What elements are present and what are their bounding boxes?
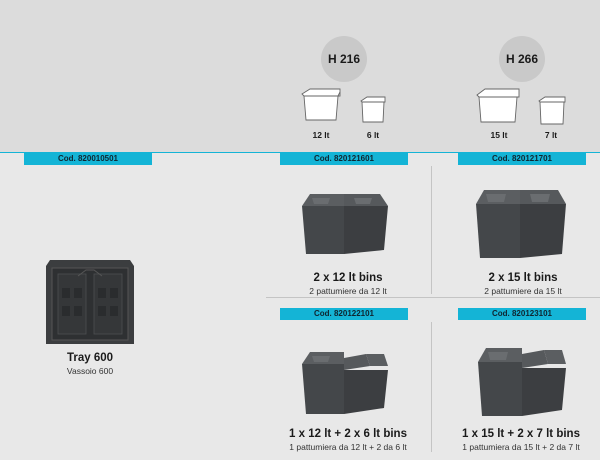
bin-12lt-outline-icon [301, 88, 341, 121]
height-badge-266: H 266 [499, 36, 545, 82]
bins-2x15-image [476, 190, 566, 258]
bins-2x12-subtitle: 2 pattumiere da 12 lt [309, 286, 387, 296]
bins-15-7-image [478, 348, 566, 416]
volume-label-15lt: 15 lt [490, 130, 508, 140]
bins-15-7-subtitle: 1 pattumiera da 15 lt + 2 da 7 lt [462, 442, 580, 452]
divider-bottom [431, 322, 432, 452]
tray-subtitle: Vassoio 600 [66, 366, 114, 376]
bins-15-7-title: 1 x 15 lt + 2 x 7 lt bins [462, 428, 580, 440]
tray-title: Tray 600 [66, 352, 114, 364]
code-bar-2x12: Cod. 820121601 [280, 153, 408, 165]
bin-6lt-outline-icon [360, 96, 386, 123]
bins-12-6-subtitle: 1 pattumiera da 12 lt + 2 da 6 lt [289, 442, 407, 452]
header-area [0, 0, 600, 153]
bin-7lt-outline-icon [538, 96, 566, 125]
bins-12-6-image [302, 352, 388, 414]
code-bar-tray: Cod. 820010501 [24, 153, 152, 165]
tray-600-image [46, 260, 134, 344]
volume-label-7lt: 7 lt [544, 130, 558, 140]
divider-horizontal [266, 297, 600, 298]
bins-12-6-title: 1 x 12 lt + 2 x 6 lt bins [289, 428, 407, 440]
divider-top [431, 166, 432, 294]
bins-2x12-image [302, 194, 388, 254]
bins-2x15-subtitle: 2 pattumiere da 15 lt [484, 286, 562, 296]
height-badge-216: H 216 [321, 36, 367, 82]
code-bar-2x15: Cod. 820121701 [458, 153, 586, 165]
volume-label-6lt: 6 lt [366, 130, 380, 140]
code-bar-15-7: Cod. 820123101 [458, 308, 586, 320]
code-bar-12-6: Cod. 820122101 [280, 308, 408, 320]
bins-2x15-title: 2 x 15 lt bins [488, 272, 558, 284]
bin-15lt-outline-icon [476, 88, 520, 123]
accent-rule [0, 152, 600, 153]
bins-2x12-title: 2 x 12 lt bins [313, 272, 383, 284]
volume-label-12lt: 12 lt [312, 130, 330, 140]
